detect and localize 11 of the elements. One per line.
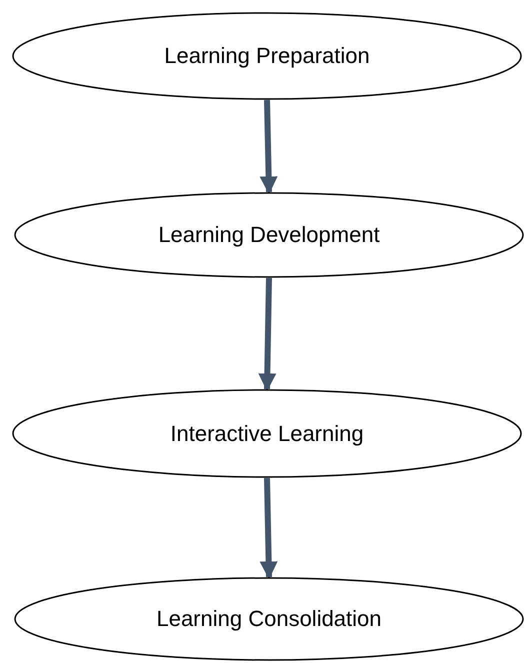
arrow	[260, 478, 278, 580]
node-label: Interactive Learning	[170, 420, 364, 446]
process-ellipse	[12, 389, 522, 478]
process-ellipse	[12, 12, 522, 100]
process-ellipse	[14, 577, 524, 661]
arrow	[258, 278, 276, 392]
node-label: Learning Development	[158, 222, 380, 248]
node-label: Learning Consolidation	[156, 606, 382, 632]
arrow	[260, 100, 278, 194]
node-label: Learning Preparation	[164, 43, 370, 69]
process-ellipse	[14, 192, 524, 278]
